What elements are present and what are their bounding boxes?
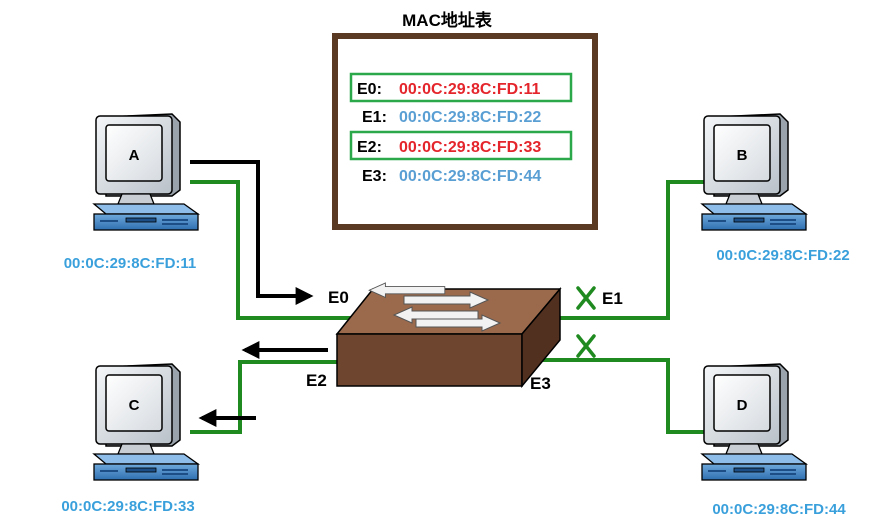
host-d-name: D xyxy=(737,397,748,414)
port-e2: E2 xyxy=(306,371,327,390)
host-b-mac: 00:0C:29:8C:FD:22 xyxy=(716,247,849,264)
port-e0: E0 xyxy=(328,288,349,307)
cable-d-e3 xyxy=(538,358,714,434)
blocked-x-icon-e3 xyxy=(576,334,596,358)
highlight-box-e2 xyxy=(349,130,573,161)
host-d-mac: 00:0C:29:8C:FD:44 xyxy=(712,501,846,518)
port-label-e0: E0: xyxy=(357,81,382,98)
host-c-name: C xyxy=(129,397,140,414)
arrow-icon-a-to-e0 xyxy=(190,160,314,305)
mac-table: MAC地址表 E0: 00:0C:29:8C:FD:11 E1: 00:0C:2… xyxy=(332,10,598,230)
host-a-mac: 00:0C:29:8C:FD:11 xyxy=(64,255,197,272)
computer-icon-b xyxy=(701,113,807,231)
host-c: C 00:0C:29:8C:FD:33 xyxy=(61,363,199,515)
cable-b-e1 xyxy=(560,180,714,320)
computer-icon-c xyxy=(93,363,199,481)
cable-c-e2 xyxy=(190,360,345,434)
mac-table-title: MAC地址表 xyxy=(402,10,493,30)
mac-value-e1: 00:0C:29:8C:FD:22 xyxy=(399,109,541,126)
mac-value-e2: 00:0C:29:8C:FD:33 xyxy=(399,139,541,156)
host-a-name: A xyxy=(129,147,140,164)
computer-icon-d xyxy=(701,363,807,481)
host-c-mac: 00:0C:29:8C:FD:33 xyxy=(61,498,194,515)
blocked-x-icon-e1 xyxy=(576,286,596,310)
host-b: B 00:0C:29:8C:FD:22 xyxy=(701,113,850,264)
cables xyxy=(190,180,714,434)
port-e3: E3 xyxy=(530,374,551,393)
mac-value-e0: 00:0C:29:8C:FD:11 xyxy=(399,81,540,98)
switch-icon xyxy=(335,282,562,389)
switch-side xyxy=(521,286,561,389)
switch-front xyxy=(336,333,523,387)
port-label-e2: E2: xyxy=(357,139,382,156)
port-e1: E1 xyxy=(602,289,623,308)
host-b-name: B xyxy=(737,147,748,164)
host-d: D 00:0C:29:8C:FD:44 xyxy=(701,363,846,518)
highlight-box-e0 xyxy=(349,72,573,103)
mac-value-e3: 00:0C:29:8C:FD:44 xyxy=(399,168,541,185)
host-a: A 00:0C:29:8C:FD:11 xyxy=(64,113,199,272)
computer-icon-a xyxy=(93,113,199,231)
port-label-e3: E3: xyxy=(362,168,387,185)
cable-a-e0 xyxy=(190,180,372,320)
port-label-e1: E1: xyxy=(362,109,387,126)
